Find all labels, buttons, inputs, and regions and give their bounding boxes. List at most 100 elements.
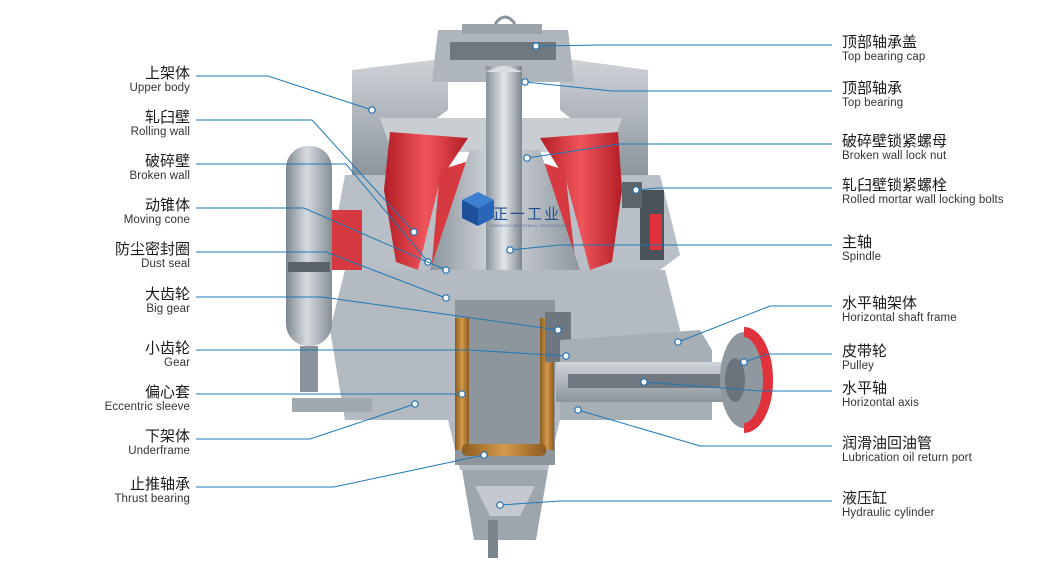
label-en: Broken wall lock nut — [842, 150, 947, 162]
label-en: Horizontal axis — [842, 397, 919, 409]
label-underframe: 下架体 Underframe — [0, 429, 190, 458]
label-spindle: 主轴 Spindle — [842, 235, 881, 264]
label-en: Dust seal — [141, 258, 190, 270]
label-eccentric-sleeve: 偏心套 Eccentric sleeve — [0, 385, 190, 414]
thrust-bearing-shape — [462, 444, 546, 456]
leader-dot — [632, 186, 640, 194]
leader-dot — [480, 451, 488, 459]
label-en: Upper body — [129, 82, 190, 94]
label-en: Eccentric sleeve — [104, 401, 190, 413]
leader-line — [535, 44, 832, 47]
leader-line — [196, 163, 429, 263]
label-gear: 小齿轮 Gear — [0, 341, 190, 370]
leader-dot — [554, 326, 562, 334]
label-horizontal-axis: 水平轴 Horizontal axis — [842, 381, 919, 410]
label-cn: 偏心套 — [144, 383, 190, 401]
label-en: Spindle — [842, 251, 882, 263]
leader-line — [743, 353, 832, 363]
leader-dot — [442, 266, 450, 274]
leader-line — [196, 349, 567, 357]
brand-logo-text: 正一工业 — [493, 205, 562, 223]
leader-line — [509, 244, 832, 251]
label-en: Broken wall — [129, 170, 190, 182]
label-cn: 小齿轮 — [144, 339, 190, 357]
label-cn: 顶部轴承盖 — [842, 33, 918, 51]
label-horizontal-shaft-frame: 水平轴架体 Horizontal shaft frame — [842, 296, 957, 325]
leader-line — [524, 81, 832, 92]
leader-line — [677, 305, 832, 343]
leader-dot — [562, 352, 570, 360]
leader-dot — [442, 294, 450, 302]
label-cn: 轧臼壁 — [144, 108, 190, 126]
label-en: Lubrication oil return port — [842, 452, 972, 464]
label-en: Horizontal shaft frame — [842, 312, 957, 324]
label-moving-cone: 动锥体 Moving cone — [0, 198, 190, 227]
label-big-gear: 大齿轮 Big gear — [0, 287, 190, 316]
leader-dot — [521, 78, 529, 86]
leader-line — [526, 143, 832, 159]
leader-line — [196, 454, 485, 488]
label-lubrication-return: 润滑油回油管 Lubrication oil return port — [842, 436, 972, 465]
leader-line — [196, 251, 447, 299]
leader-line — [643, 381, 832, 392]
leader-dot — [368, 106, 376, 114]
pulley-shape — [720, 327, 773, 433]
label-en: Rolling wall — [130, 126, 190, 138]
leader-line — [196, 296, 559, 331]
label-cn: 上架体 — [144, 64, 190, 82]
top-bearing-cap-shape — [432, 15, 574, 82]
leader-dot — [496, 501, 504, 509]
hydraulic-cylinder-shape — [462, 470, 548, 558]
leader-dot — [458, 390, 466, 398]
label-en: Thrust bearing — [114, 493, 190, 505]
label-cn: 动锥体 — [144, 196, 190, 214]
label-broken-wall: 破碎壁 Broken wall — [0, 154, 190, 183]
label-top-bearing-cap: 顶部轴承盖 Top bearing cap — [842, 35, 925, 64]
label-en: Gear — [164, 357, 190, 369]
label-locking-bolts: 轧臼壁锁紧螺栓 Rolled mortar wall locking bolts — [842, 178, 1004, 207]
label-cn: 止推轴承 — [129, 475, 190, 493]
label-en: Underframe — [128, 445, 190, 457]
label-en: Hydraulic cylinder — [842, 507, 935, 519]
label-broken-wall-lock-nut: 破碎壁锁紧螺母 Broken wall lock nut — [842, 134, 947, 163]
label-cn: 大齿轮 — [144, 285, 190, 303]
label-en: Moving cone — [123, 214, 190, 226]
label-cn: 皮带轮 — [842, 342, 888, 360]
horizontal-shaft-frame-shape — [556, 330, 758, 420]
label-cn: 下架体 — [144, 427, 190, 445]
locking-bolt-shape — [622, 182, 664, 260]
label-en: Big gear — [146, 303, 190, 315]
label-en: Pulley — [842, 360, 874, 372]
label-cn: 主轴 — [842, 233, 873, 251]
leader-line — [577, 409, 832, 447]
label-rolling-wall: 轧臼壁 Rolling wall — [0, 110, 190, 139]
leader-dot — [411, 400, 419, 408]
leader-line — [196, 119, 415, 233]
leader-dot — [640, 378, 648, 386]
label-cn: 破碎壁 — [144, 152, 190, 170]
leader-dot — [574, 406, 582, 414]
label-top-bearing: 顶部轴承 Top bearing — [842, 81, 903, 110]
leader-dot — [506, 246, 514, 254]
label-pulley: 皮带轮 Pulley — [842, 344, 887, 373]
label-hydraulic-cylinder: 液压缸 Hydraulic cylinder — [842, 491, 935, 520]
leader-dot — [740, 358, 748, 366]
label-thrust-bearing: 止推轴承 Thrust bearing — [0, 477, 190, 506]
leader-line — [196, 75, 373, 111]
leader-line — [196, 207, 447, 271]
label-en: Rolled mortar wall locking bolts — [842, 194, 1004, 206]
label-cn: 润滑油回油管 — [842, 434, 933, 452]
label-upper-body: 上架体 Upper body — [0, 66, 190, 95]
brand-logo-subtext: ZHENGYI INDUSTRIAL TECHNOLOGY — [490, 223, 571, 228]
rolling-wall-shape — [384, 132, 622, 270]
label-cn: 液压缸 — [842, 489, 888, 507]
label-cn: 水平轴 — [842, 379, 888, 397]
label-cn: 顶部轴承 — [842, 79, 903, 97]
label-en: Top bearing — [842, 97, 904, 109]
leader-line — [196, 403, 416, 440]
leader-dot — [674, 338, 682, 346]
leader-lines — [196, 42, 832, 509]
leader-dot — [523, 154, 531, 162]
label-en: Top bearing cap — [842, 51, 926, 63]
